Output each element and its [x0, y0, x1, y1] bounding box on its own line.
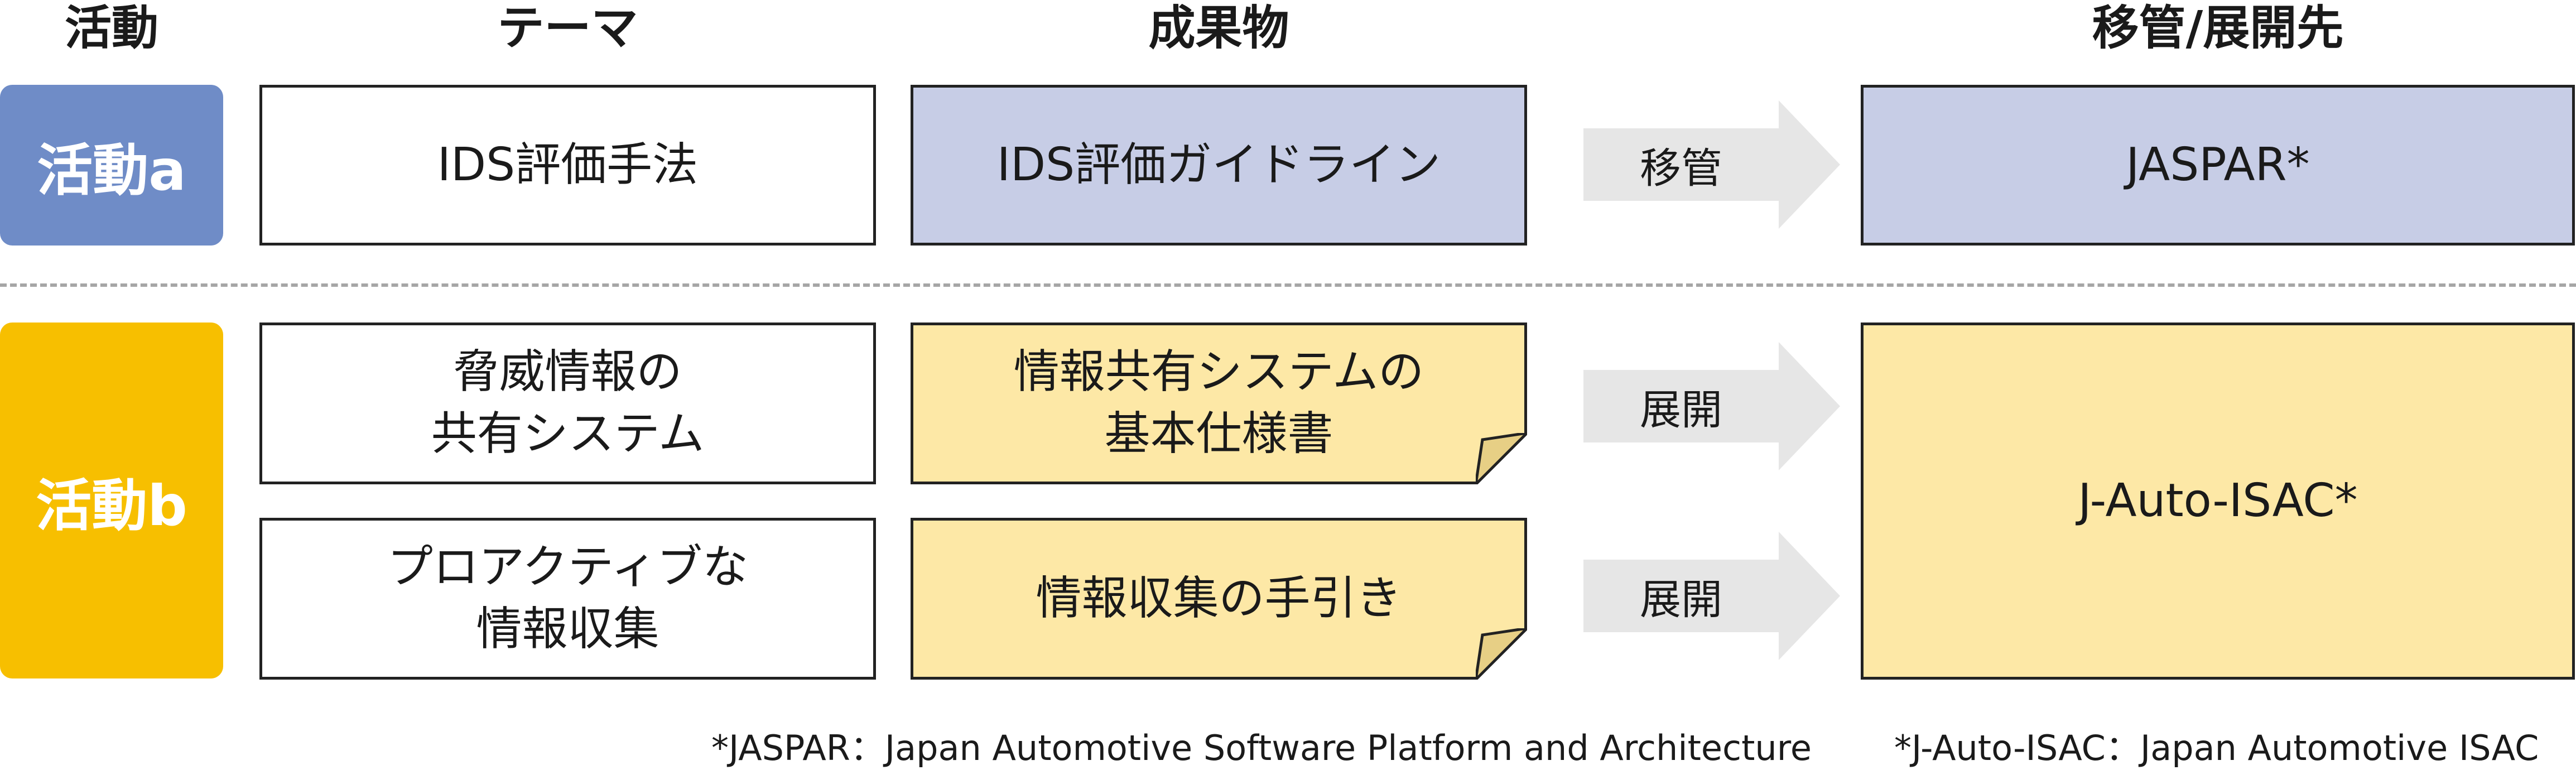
arrow-deploy-2-label: 展開	[1640, 575, 1722, 624]
arrow-transfer: 移管	[1583, 100, 1840, 229]
deliverable-collection-guide-text: 情報収集の手引き	[1036, 571, 1402, 625]
arrow-deploy-1-head	[1779, 342, 1840, 470]
header-activity: 活動	[64, 1, 158, 55]
theme-proactive-line2: 情報収集	[476, 603, 659, 656]
header-deliverable: 成果物	[1148, 1, 1289, 55]
arrow-deploy-1-body: 展開	[1583, 370, 1779, 442]
arrow-deploy-1: 展開	[1583, 342, 1840, 470]
theme-threat-line1: 脅威情報の	[453, 345, 682, 399]
folded-corner-icon	[1476, 433, 1527, 484]
deliverable-ids-guideline: IDS評価ガイドライン	[911, 85, 1527, 246]
arrow-transfer-body: 移管	[1583, 128, 1779, 201]
deliverable-spec-line1: 情報共有システムの	[1013, 345, 1424, 399]
footnote-j-auto-isac: *J-Auto-ISAC：Japan Automotive ISAC	[1894, 728, 2539, 768]
destination-jaspar-text: JASPAR*	[2126, 138, 2310, 191]
destination-j-auto-isac-text: J-Auto-ISAC*	[2078, 474, 2358, 527]
activity-a-label: 活動a	[0, 85, 223, 246]
arrow-deploy-2-body: 展開	[1583, 560, 1779, 632]
destination-jaspar: JASPAR*	[1861, 85, 2575, 246]
arrow-deploy-2: 展開	[1583, 532, 1840, 660]
activity-b-label: 活動b	[0, 323, 223, 678]
theme-proactive-collection: プロアクティブな 情報収集	[259, 518, 876, 680]
arrow-deploy-1-label: 展開	[1640, 386, 1722, 434]
row-divider	[0, 283, 2576, 287]
deliverable-spec-line2: 基本仕様書	[1104, 407, 1333, 460]
theme-ids-evaluation-text: IDS評価手法	[437, 138, 699, 191]
arrow-transfer-label: 移管	[1640, 144, 1722, 192]
header-transfer: 移管/展開先	[2092, 1, 2344, 55]
destination-j-auto-isac: J-Auto-ISAC*	[1861, 323, 2575, 680]
deliverable-ids-guideline-text: IDS評価ガイドライン	[996, 138, 1441, 191]
theme-proactive-line1: プロアクティブな	[387, 541, 748, 594]
deliverable-collection-guide: 情報収集の手引き	[911, 518, 1527, 680]
theme-ids-evaluation: IDS評価手法	[259, 85, 876, 246]
arrow-transfer-head	[1779, 100, 1840, 229]
header-theme: テーマ	[497, 1, 638, 55]
footnote-jaspar: *JASPAR：Japan Automotive Software Platfo…	[711, 728, 1812, 768]
arrow-deploy-2-head	[1779, 532, 1840, 660]
theme-threat-info-sharing: 脅威情報の 共有システム	[259, 323, 876, 484]
deliverable-spec-document: 情報共有システムの 基本仕様書	[911, 323, 1527, 484]
theme-threat-line2: 共有システム	[431, 407, 705, 460]
folded-corner-icon	[1476, 628, 1527, 680]
